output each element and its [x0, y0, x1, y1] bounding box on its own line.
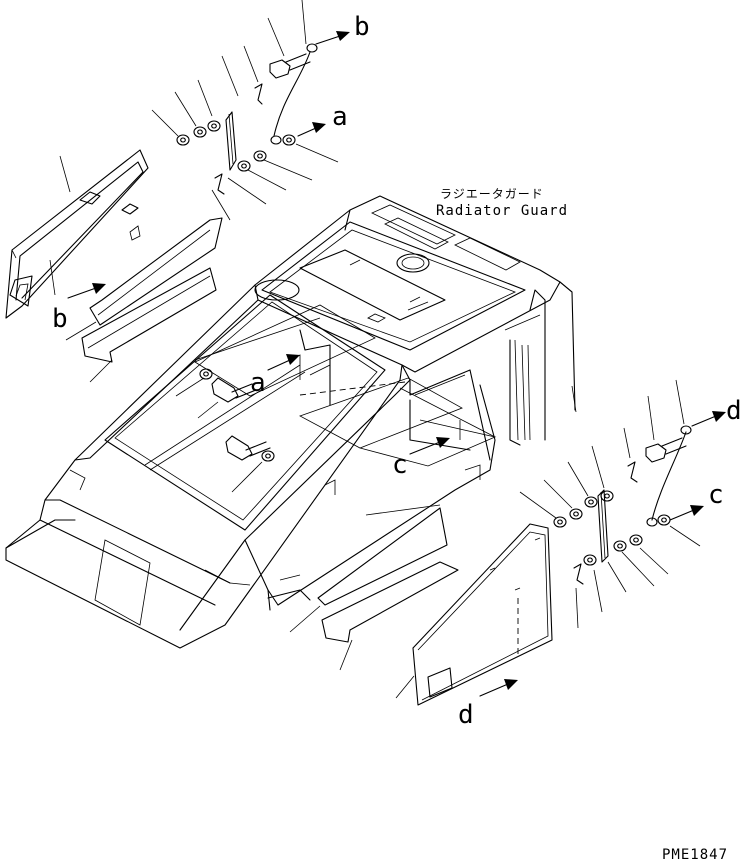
- ref-mark-d-right: d: [726, 396, 740, 426]
- radiator-guard-label-en: Radiator Guard: [436, 203, 569, 219]
- link-rods: [225, 111, 609, 563]
- split-pins: [214, 83, 638, 585]
- ref-mark-d-bottom: d: [458, 700, 474, 730]
- right-strip-pieces: [317, 504, 459, 643]
- bolt-top-left: [269, 53, 311, 79]
- radiator-guard-label-jp: ラジエータガード: [440, 187, 544, 201]
- bolt-mid-upper: [211, 377, 257, 403]
- reference-arrows: [67, 31, 726, 697]
- drawing-code: PME1847: [662, 847, 729, 863]
- ref-mark-a-mid: a: [250, 368, 266, 398]
- ref-mark-b-top: b: [354, 12, 370, 42]
- guard-body: [5, 195, 576, 649]
- bolt-mid-lower: [225, 435, 271, 461]
- bolt-top-right: [645, 437, 687, 463]
- left-strip-pieces: [81, 217, 223, 363]
- ref-mark-a-top: a: [332, 102, 348, 132]
- leader-lines: [59, 0, 701, 699]
- ref-mark-c-mid: c: [392, 450, 408, 480]
- ref-mark-b-left: b: [52, 304, 68, 334]
- left-cover-panel: [5, 149, 149, 319]
- tether-cables: [270, 43, 692, 527]
- right-cover-panel: [412, 523, 553, 706]
- ref-mark-c-right: c: [708, 480, 724, 510]
- mounting-plates: [194, 304, 497, 467]
